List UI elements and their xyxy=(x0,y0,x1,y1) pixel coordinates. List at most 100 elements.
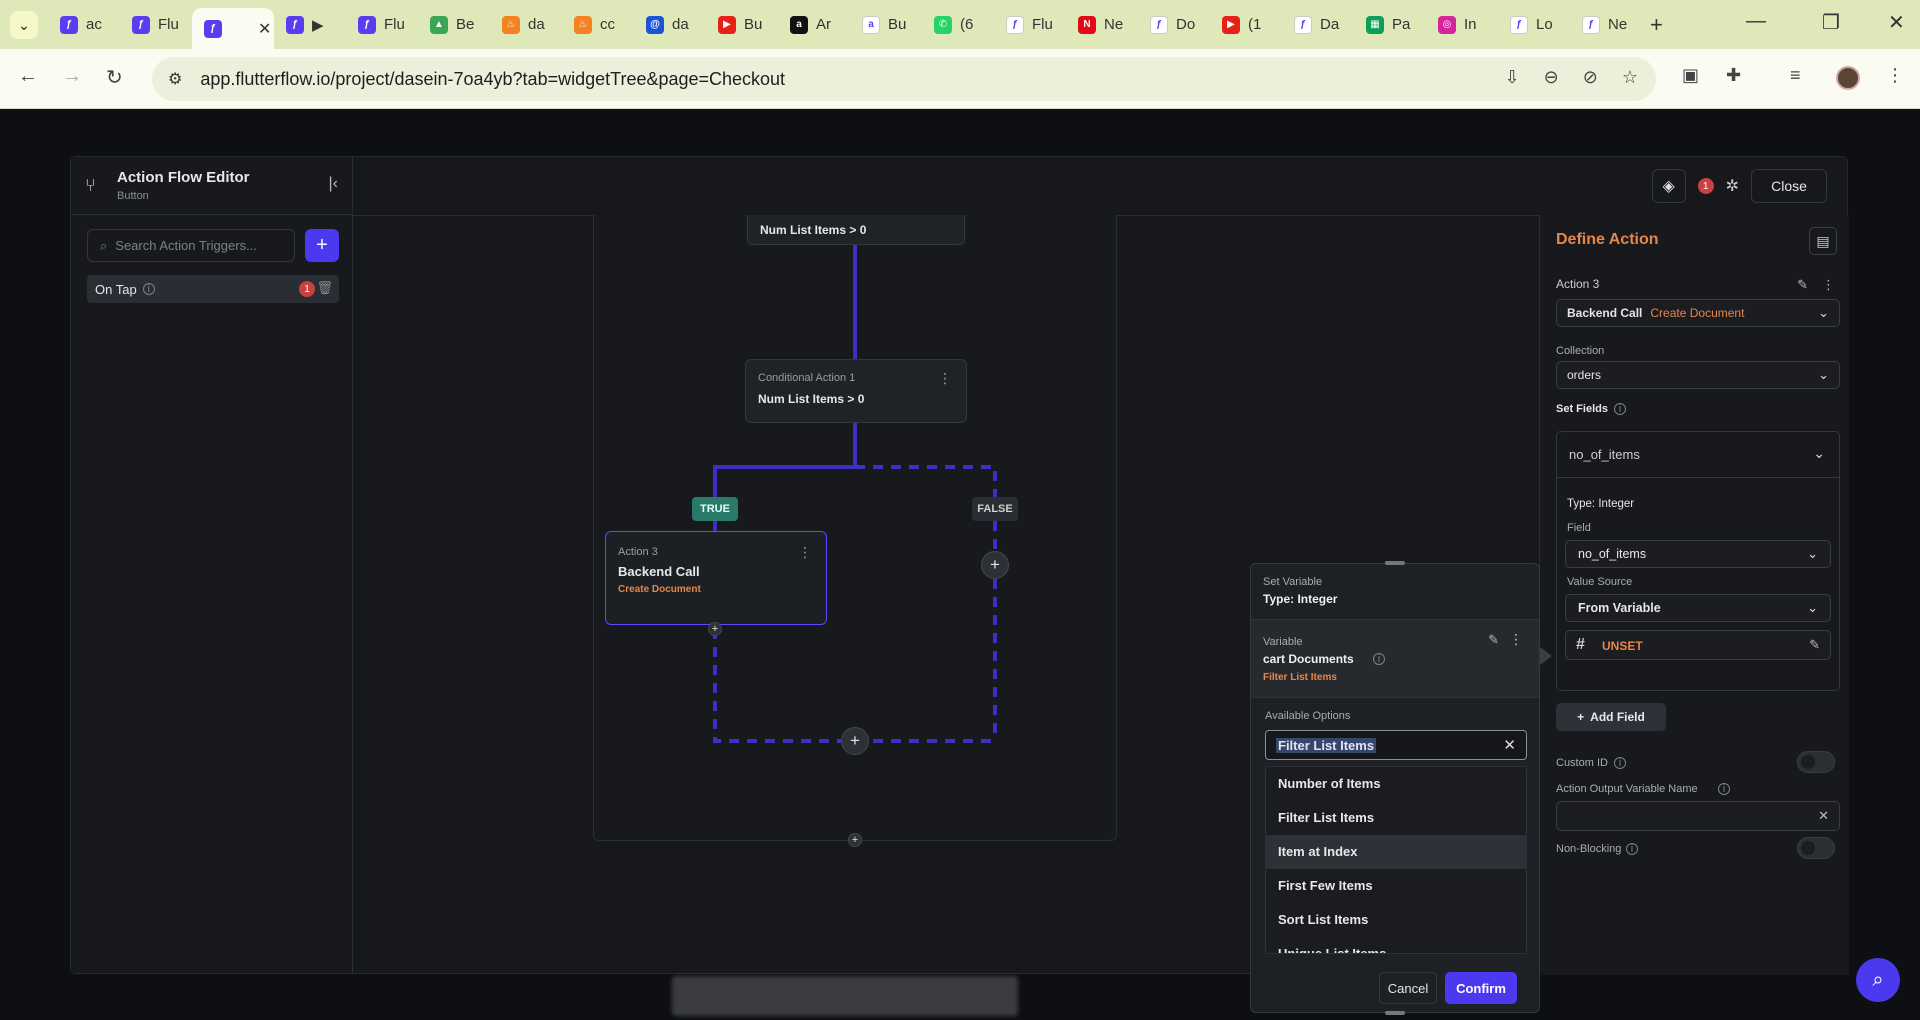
add-action-icon[interactable]: + xyxy=(981,551,1009,579)
browser-tab[interactable]: ▦Pa xyxy=(1354,8,1422,41)
media-control-icon[interactable]: ≡ xyxy=(1790,65,1801,85)
add-field-button[interactable]: + Add Field xyxy=(1556,703,1666,731)
edit-icon[interactable]: ✎ xyxy=(1797,277,1808,292)
kebab-menu-icon[interactable]: ⋮ xyxy=(1822,277,1835,292)
add-action-icon[interactable]: + xyxy=(841,727,869,755)
tab-search-icon[interactable]: ⌄ xyxy=(10,11,38,39)
browser-tab[interactable]: ♨da xyxy=(490,8,558,41)
edit-icon[interactable]: ✎ xyxy=(1809,637,1820,652)
action-3-node[interactable]: Action 3 ⋮ Backend Call Create Document xyxy=(605,531,827,625)
chevron-down-icon: ⌄ xyxy=(1818,367,1829,382)
install-app-icon[interactable]: ⇩ xyxy=(1504,67,1520,87)
back-icon[interactable]: ← xyxy=(18,65,38,87)
extensions-puzzle-icon[interactable]: ✚ xyxy=(1726,65,1742,85)
trigger-item-on-tap[interactable]: On Tap i 1 🗑 xyxy=(87,275,339,303)
resize-handle[interactable] xyxy=(1385,1011,1405,1015)
top-conditional-node[interactable]: Num List Items > 0 xyxy=(747,215,965,245)
minimize-icon[interactable]: — xyxy=(1746,10,1766,32)
info-icon[interactable]: i xyxy=(1373,653,1385,665)
collapse-panel-icon[interactable]: |‹ xyxy=(328,175,338,192)
value-source-dropdown[interactable]: From Variable ⌄ xyxy=(1565,594,1831,622)
browser-menu-icon[interactable]: ⋮ xyxy=(1886,65,1904,85)
collection-dropdown[interactable]: orders ⌄ xyxy=(1556,361,1840,389)
kebab-menu-icon[interactable]: ⋮ xyxy=(798,544,812,560)
browser-tab[interactable]: ƒ✕ xyxy=(192,8,274,49)
confirm-button[interactable]: Confirm xyxy=(1445,972,1517,1004)
value-source-label: Value Source xyxy=(1567,576,1633,588)
kebab-menu-icon[interactable]: ⋮ xyxy=(938,370,952,386)
reload-icon[interactable]: ↻ xyxy=(106,67,123,89)
browser-tab[interactable]: ♨cc xyxy=(562,8,630,41)
restore-icon[interactable]: ❐ xyxy=(1822,12,1840,34)
browser-tab[interactable]: ✆(6 xyxy=(922,8,990,41)
bug-icon[interactable]: ✲ xyxy=(1725,178,1739,195)
conditional-action-node[interactable]: Conditional Action 1 ⋮ Num List Items > … xyxy=(745,359,967,423)
edit-icon[interactable]: ✎ xyxy=(1488,632,1499,647)
extension-icon-1[interactable]: ▣ xyxy=(1682,65,1700,85)
browser-tab[interactable]: ▲Be xyxy=(418,8,486,41)
browser-tab[interactable]: ◎In xyxy=(1426,8,1494,41)
non-blocking-toggle[interactable] xyxy=(1797,837,1835,859)
clear-icon[interactable]: ✕ xyxy=(1818,808,1829,823)
options-filter-input[interactable]: Filter List Items ✕ xyxy=(1265,730,1527,760)
option-item[interactable]: Sort List Items xyxy=(1278,912,1369,927)
profile-avatar[interactable] xyxy=(1836,66,1860,90)
option-item[interactable]: Item at Index xyxy=(1266,835,1526,869)
option-item[interactable]: Number of Items xyxy=(1278,776,1381,791)
clear-icon[interactable]: ✕ xyxy=(1503,737,1516,754)
kebab-menu-icon[interactable]: ⋮ xyxy=(1509,631,1523,647)
add-action-icon[interactable]: + xyxy=(848,833,862,847)
browser-tab[interactable]: ▶Bu xyxy=(706,8,774,41)
search-triggers-input[interactable]: ⌕ Search Action Triggers... xyxy=(87,229,295,262)
new-tab-button[interactable]: + xyxy=(1650,12,1663,37)
browser-tab[interactable]: ƒ▶ xyxy=(274,8,342,41)
address-bar[interactable]: ⚙ app.flutterflow.io/project/dasein-7oa4… xyxy=(152,57,1656,101)
browser-tab[interactable]: ▶(1 xyxy=(1210,8,1278,41)
option-item[interactable]: Filter List Items xyxy=(1278,810,1375,825)
window-close-icon[interactable]: ✕ xyxy=(1888,12,1905,34)
variable-section[interactable]: Variable cart Documents i Filter List It… xyxy=(1251,620,1539,698)
info-icon[interactable]: i xyxy=(1614,403,1626,415)
panel-title: Define Action xyxy=(1556,231,1659,248)
close-button[interactable]: Close xyxy=(1751,169,1827,203)
action-type-dropdown[interactable]: Backend Call Create Document ⌄ xyxy=(1556,299,1840,327)
info-icon[interactable]: i xyxy=(1626,843,1638,855)
browser-tab[interactable]: @da xyxy=(634,8,702,41)
tab-close-icon[interactable]: ✕ xyxy=(258,20,272,38)
custom-id-toggle[interactable] xyxy=(1797,751,1835,773)
option-item[interactable]: First Few Items xyxy=(1278,878,1373,893)
help-search-icon[interactable]: ⌕ xyxy=(1856,958,1900,1002)
document-icon[interactable]: ▤ xyxy=(1809,227,1837,255)
add-action-icon[interactable]: + xyxy=(708,622,722,636)
eye-off-icon[interactable]: ⊘ xyxy=(1582,67,1598,87)
forward-icon[interactable]: → xyxy=(62,65,82,87)
bookmark-star-icon[interactable]: ☆ xyxy=(1621,67,1638,87)
cancel-button[interactable]: Cancel xyxy=(1379,972,1437,1004)
trash-icon[interactable]: 🗑 xyxy=(316,280,333,295)
info-icon[interactable]: i xyxy=(142,283,155,295)
field-dropdown[interactable]: no_of_items ⌄ xyxy=(1565,540,1831,568)
site-info-icon[interactable]: ⚙ xyxy=(168,71,183,88)
ai-gem-icon[interactable]: ◈ xyxy=(1651,169,1686,203)
field-header[interactable]: no_of_items ⌄ xyxy=(1557,432,1839,478)
resize-handle[interactable] xyxy=(1385,561,1405,565)
url-text: app.flutterflow.io/project/dasein-7oa4yb… xyxy=(200,68,786,89)
option-item[interactable]: Unique List Items xyxy=(1278,946,1387,954)
variable-value-box[interactable]: # UNSET ✎ xyxy=(1565,630,1831,660)
info-icon[interactable]: i xyxy=(1614,757,1626,769)
info-icon[interactable]: i xyxy=(1718,783,1730,795)
add-trigger-button[interactable]: + xyxy=(305,229,339,262)
zoom-icon[interactable]: ⊖ xyxy=(1543,67,1559,87)
output-variable-input[interactable]: ✕ xyxy=(1556,801,1840,831)
